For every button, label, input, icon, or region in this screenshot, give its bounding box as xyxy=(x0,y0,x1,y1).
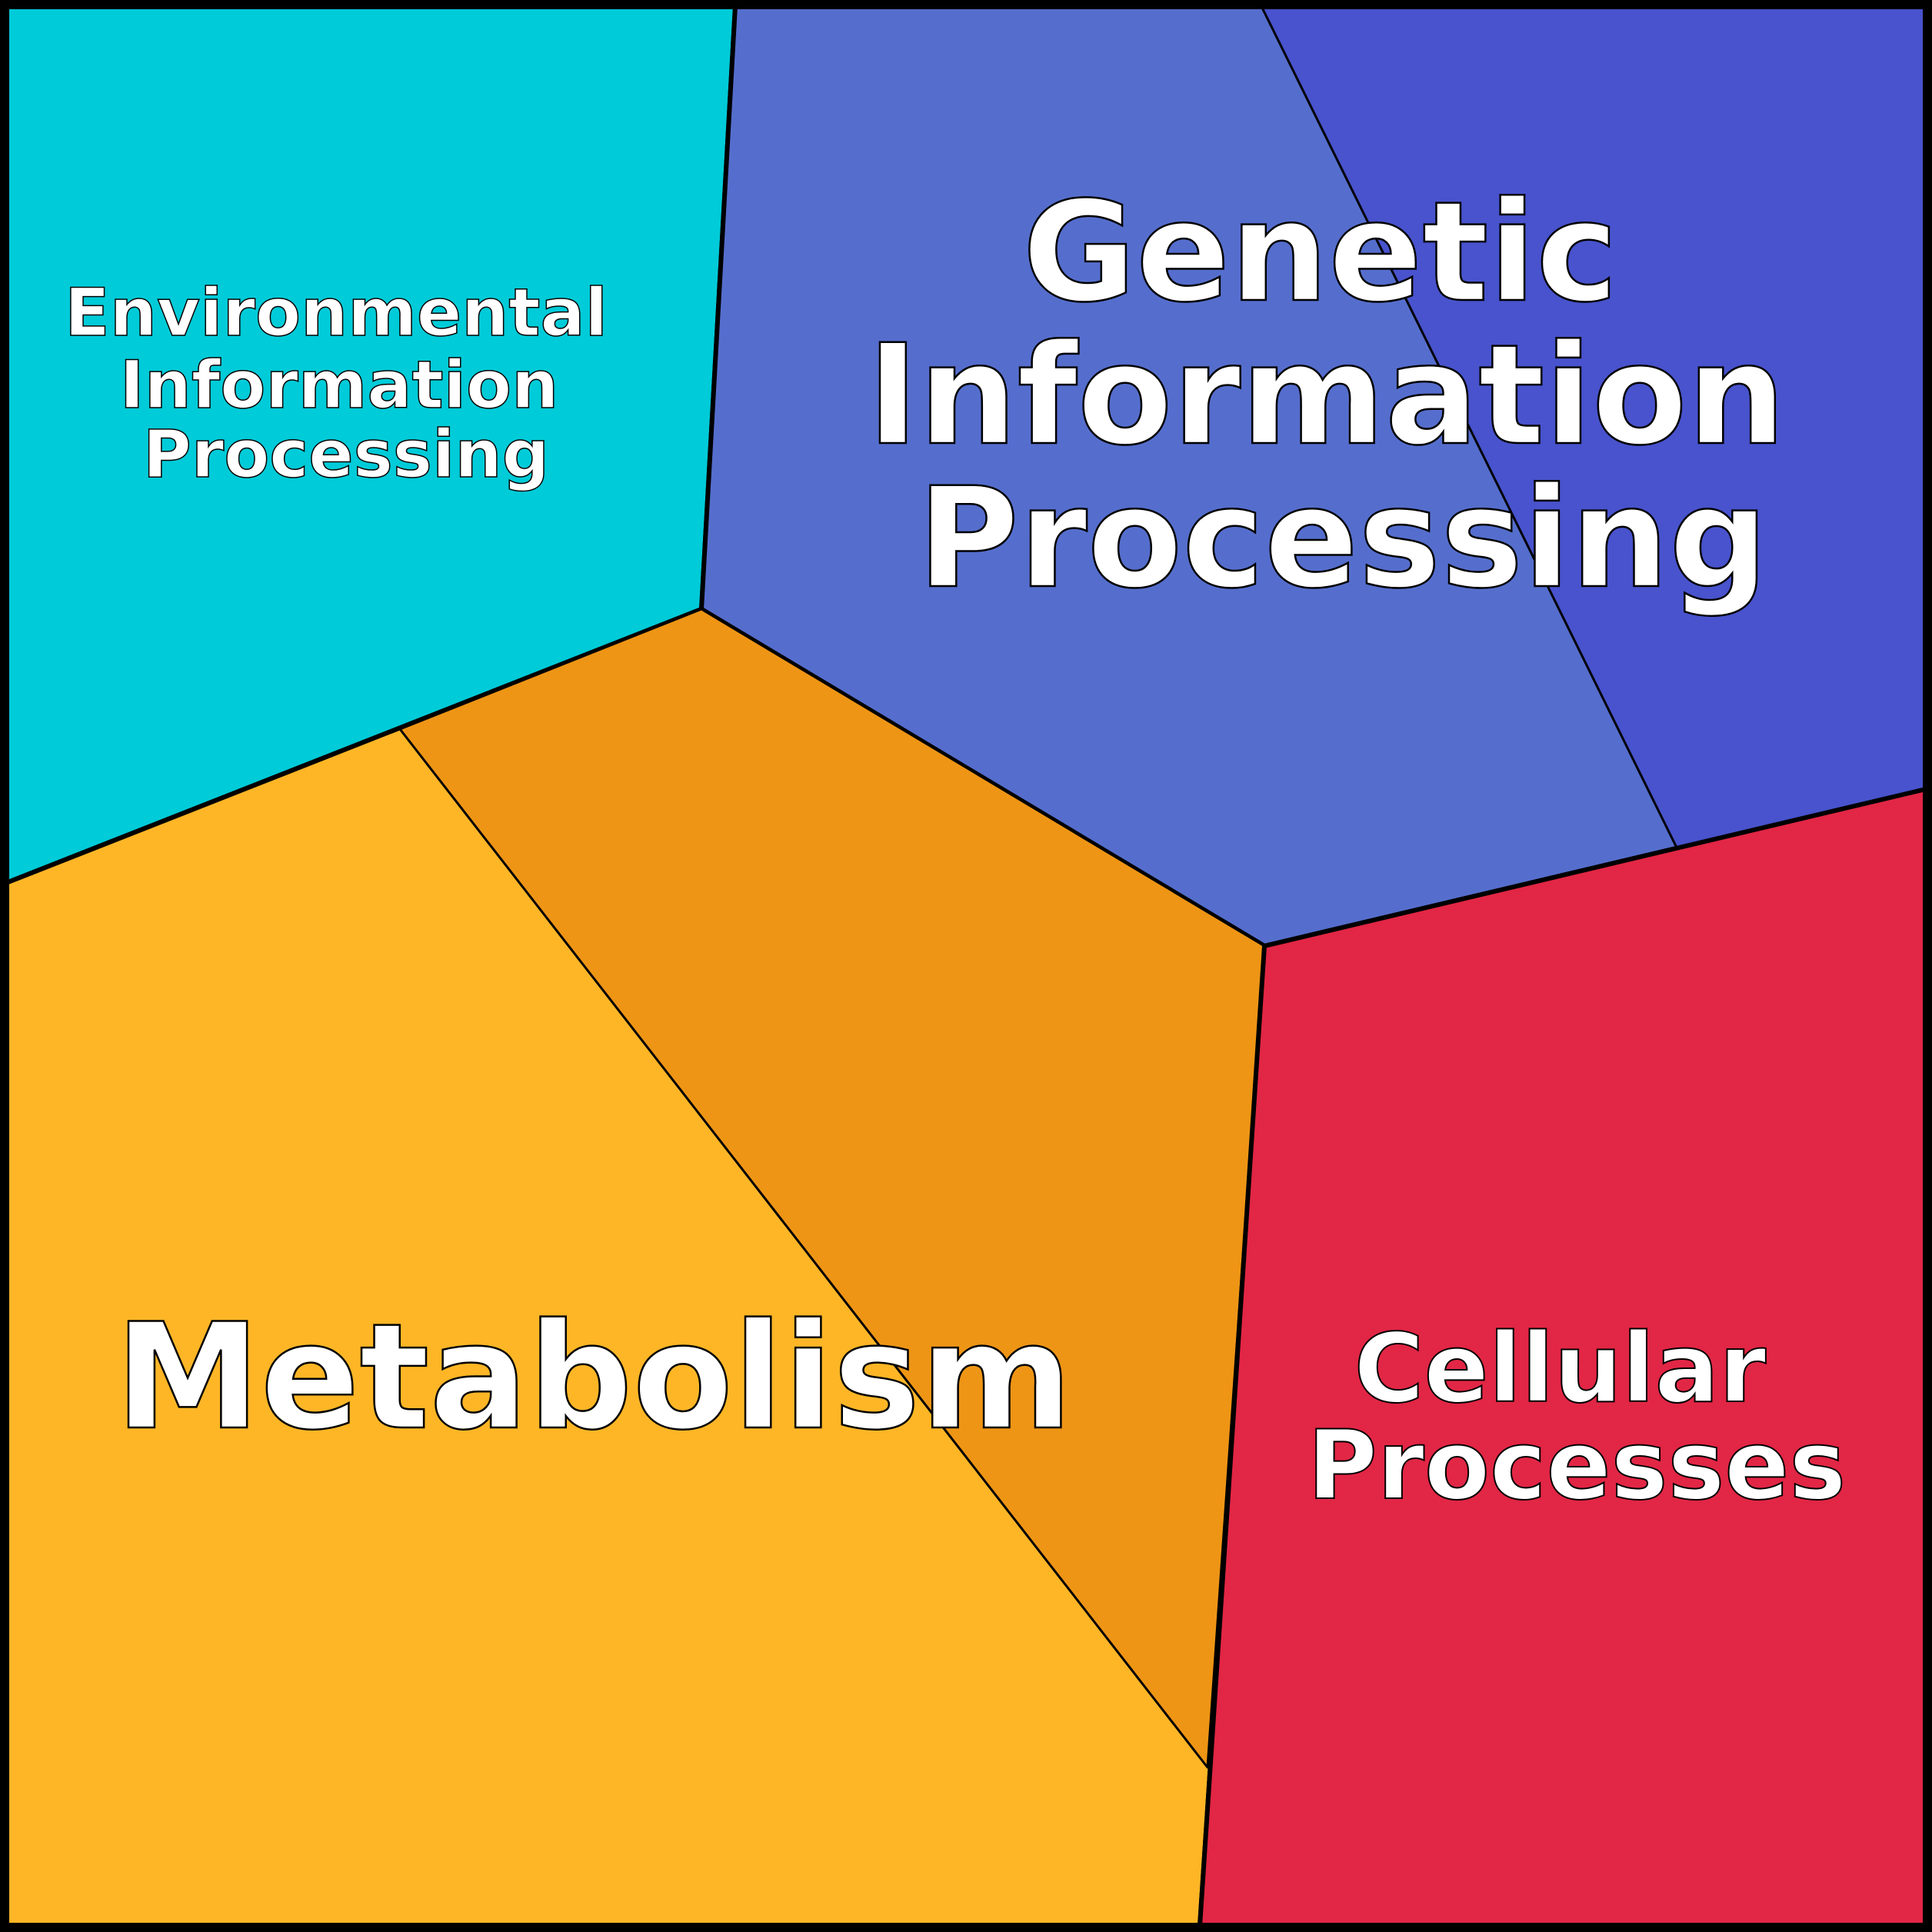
region-cellular-label-line-1: Cellular xyxy=(1354,1314,1767,1424)
region-environmental-label: Environmental Information Processing xyxy=(65,275,631,493)
region-environmental-label-line-1: Environmental xyxy=(65,275,608,351)
region-metabolism-label: Metabolism xyxy=(115,1292,1073,1462)
region-environmental[interactable]: Environmental Information Processing xyxy=(4,4,738,885)
region-environmental-label-line-3: Processing xyxy=(143,416,549,493)
region-metabolism[interactable]: Metabolism xyxy=(4,607,1267,1928)
region-cellular[interactable]: Cellular Processes xyxy=(1198,787,1928,1928)
region-cellular-label-line-2: Processes xyxy=(1307,1411,1846,1521)
region-genetic-label-line-3: Processing xyxy=(918,458,1768,619)
region-genetic-label-line-2: Information xyxy=(867,315,1785,476)
region-environmental-label-line-2: Information xyxy=(120,347,559,424)
region-metabolism-label-line-1: Metabolism xyxy=(115,1292,1073,1462)
region-genetic-label: Genetic Information Processing xyxy=(867,172,1834,619)
region-cellular-label: Cellular Processes xyxy=(1307,1314,1846,1521)
region-genetic-label-line-1: Genetic xyxy=(1022,172,1618,333)
